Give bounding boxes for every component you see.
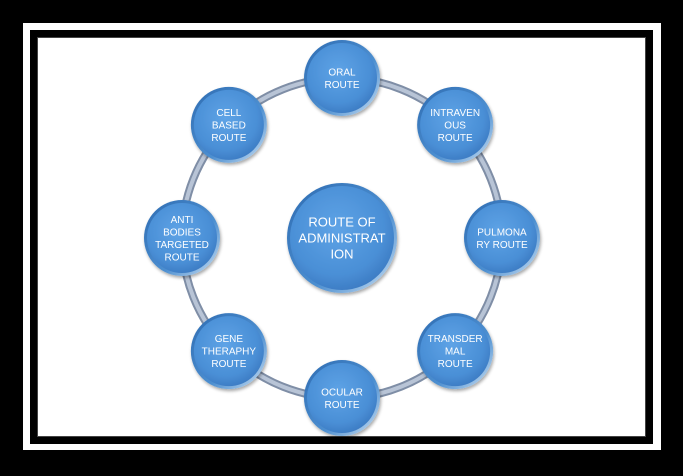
node-intravenous-label-line: OUS — [444, 120, 466, 131]
node-pulmonary-disc — [467, 203, 537, 273]
node-antibodies-targeted-label-line: TARGETED — [155, 240, 209, 251]
node-intravenous-label-line: ROUTE — [438, 133, 473, 144]
node-cell-based-disc — [193, 89, 264, 160]
node-cell-based-label-line: BASED — [212, 120, 246, 131]
node-gene-therapy-label-line: THERAPHY — [202, 347, 257, 358]
node-oral-label-line: ROUTE — [325, 80, 360, 91]
node-intravenous-disc — [420, 89, 491, 160]
node-cell-based-label-line: CELL — [216, 108, 241, 119]
node-pulmonary-label-line: RY ROUTE — [476, 240, 528, 251]
node-cell-based-label-line: ROUTE — [211, 133, 246, 144]
node-intravenous-label-line: INTRAVEN — [430, 108, 480, 119]
node-antibodies-targeted-label-line: BODIES — [163, 227, 201, 238]
node-gene-therapy-disc — [193, 316, 264, 387]
node-antibodies-targeted-disc — [147, 203, 217, 273]
node-antibodies-targeted-label-line: ROUTE — [165, 252, 200, 263]
node-pulmonary-label-line: PULMONA — [477, 227, 527, 238]
node-ocular-disc — [307, 363, 377, 433]
center-node-route-of-administration-label-line: ROUTE OF — [308, 215, 375, 230]
node-oral-disc — [307, 43, 377, 113]
node-oral: ORAL ROUTE — [304, 40, 380, 116]
node-ocular: OCULAR ROUTE — [304, 360, 380, 436]
node-gene-therapy-label-line: ROUTE — [211, 359, 246, 370]
node-oral-label-line: ORAL — [328, 67, 356, 78]
center-node-route-of-administration-disc — [290, 186, 394, 290]
node-transdermal-label-line: MAL — [445, 347, 466, 358]
node-pulmonary: PULMONA RY ROUTE — [464, 200, 540, 276]
node-ocular-label-line: OCULAR — [321, 387, 363, 398]
node-gene-therapy-label-line: GENE — [215, 334, 244, 345]
center-node-route-of-administration-label-line: ION — [330, 247, 353, 262]
node-ocular-label-line: ROUTE — [325, 400, 360, 411]
node-antibodies-targeted-label-line: ANTI — [171, 215, 194, 226]
node-transdermal-label-line: TRANSDER — [428, 334, 483, 345]
center-node-route-of-administration-label-line: ADMINISTRAT — [298, 231, 385, 246]
node-transdermal-label-line: ROUTE — [438, 359, 473, 370]
node-transdermal-disc — [420, 316, 491, 387]
